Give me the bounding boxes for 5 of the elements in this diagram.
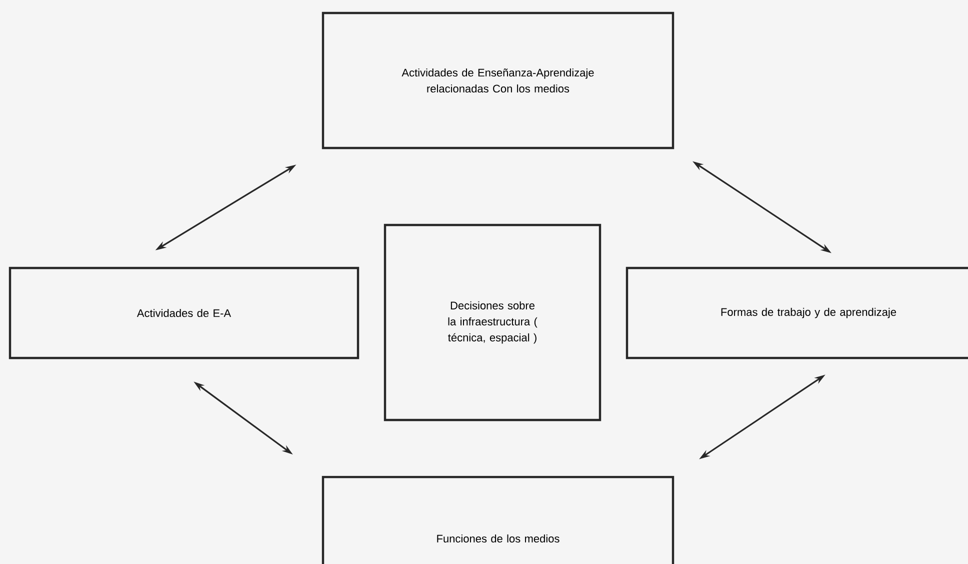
box: Actividades de Enseñanza-Aprendizaje relacionadas Con los medios (322, 12, 674, 150)
box: Decisiones sobre la infraestructura ( técnica, espacial ) (384, 224, 602, 422)
box: Actividades de E-A (8, 266, 360, 360)
box: Funciones de los medios (322, 476, 674, 564)
box: Formas de trabajo y de aprendizaje (626, 266, 968, 360)
